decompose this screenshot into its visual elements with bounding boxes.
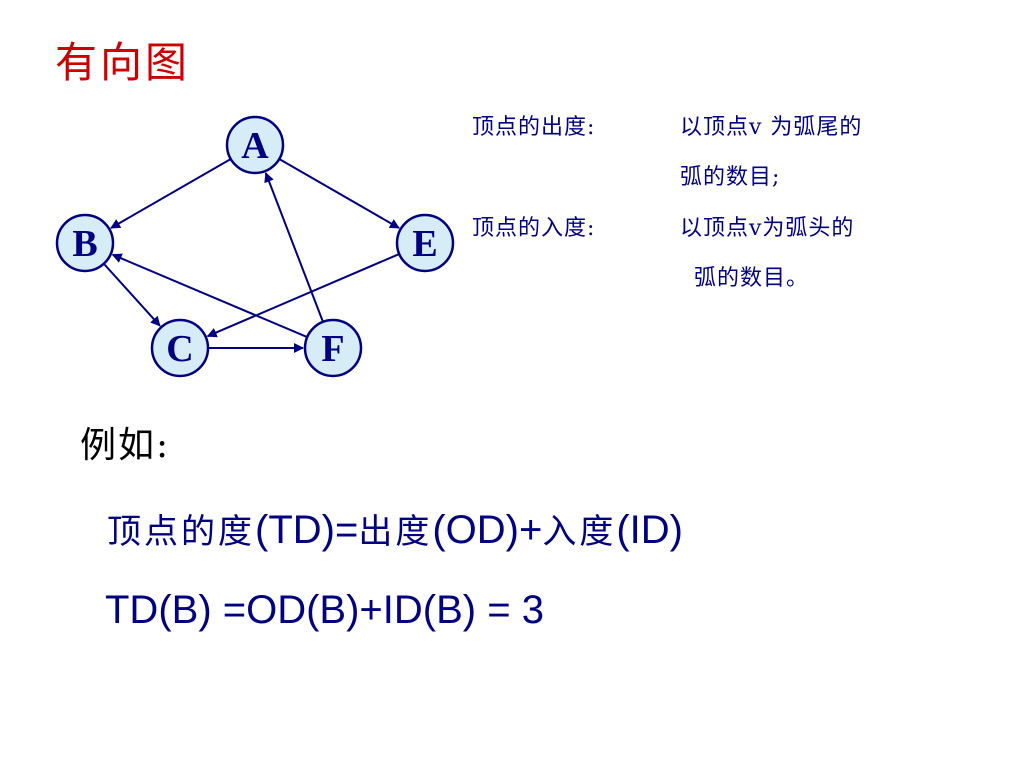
degree-formula: 顶点的度(TD)=出度(OD)+入度(ID) bbox=[107, 510, 683, 550]
in-degree-line2: 弧的数目。 bbox=[694, 266, 810, 291]
degree-example-formula: TD(B) =OD(B)+ID(B) = 3 bbox=[105, 588, 544, 632]
example-label: 例如: bbox=[80, 425, 171, 466]
formula-term-out-degree: 出度 bbox=[358, 512, 433, 552]
edge-F-A bbox=[264, 172, 324, 322]
node-C: C bbox=[150, 318, 210, 378]
formula-term-degree: 顶点的度 bbox=[107, 512, 255, 552]
edge-F-B bbox=[111, 253, 307, 338]
node-circle-E bbox=[395, 213, 455, 273]
node-B: B bbox=[55, 213, 115, 273]
node-A: A bbox=[225, 115, 285, 175]
out-degree-line2: 弧的数目; bbox=[680, 165, 781, 190]
node-label-A: A bbox=[241, 125, 269, 167]
edge-E-C bbox=[206, 253, 399, 338]
nodes-layer: A B E C F bbox=[55, 115, 455, 378]
formula-part-td: (TD)= bbox=[255, 508, 359, 552]
edge-A-E bbox=[279, 158, 400, 229]
node-circle-B bbox=[55, 213, 115, 273]
edges-layer bbox=[103, 158, 400, 353]
in-degree-term: 顶点的入度: bbox=[472, 216, 596, 241]
formula-part-id: (ID) bbox=[616, 508, 683, 552]
node-circle-C bbox=[150, 318, 210, 378]
edge-A-B bbox=[110, 158, 231, 229]
in-degree-line1: 以顶点v为弧头的 bbox=[680, 216, 855, 241]
edge-B-C bbox=[103, 263, 161, 327]
node-circle-A bbox=[225, 115, 285, 175]
node-label-B: B bbox=[72, 223, 97, 265]
node-label-E: E bbox=[412, 223, 437, 265]
out-degree-line1: 以顶点v 为弧尾的 bbox=[680, 115, 863, 140]
slide-title: 有向图 bbox=[55, 38, 191, 87]
node-label-F: F bbox=[321, 328, 344, 370]
node-E: E bbox=[395, 213, 455, 273]
formula-part-od: (OD)+ bbox=[432, 508, 543, 552]
node-label-C: C bbox=[166, 328, 193, 370]
node-circle-F bbox=[303, 318, 363, 378]
node-F: F bbox=[303, 318, 363, 378]
out-degree-term: 顶点的出度: bbox=[472, 115, 596, 140]
formula-term-in-degree: 入度 bbox=[542, 512, 617, 552]
